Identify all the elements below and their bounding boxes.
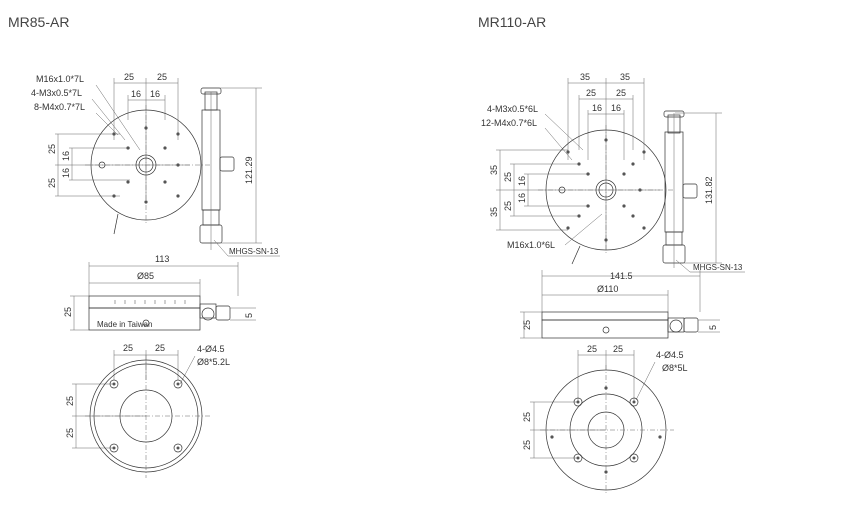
mr85-bottom-view: 25 25 4-Ø4.5 Ø8*5.2L 25 25 xyxy=(65,343,230,478)
callout-thread: M16x1.0*7L xyxy=(36,74,84,84)
callout-hole: 4-Ø4.5 xyxy=(197,344,225,354)
callout-hole: 4-Ø4.5 xyxy=(656,350,684,360)
dim-label: 113 xyxy=(155,254,169,264)
mr110-bottom-view: 25 25 4-Ø4.5 Ø8*5L 25 25 xyxy=(522,344,688,495)
dim-label: 25 xyxy=(586,88,596,98)
callout-thread: M16x1.0*6L xyxy=(507,240,555,250)
dim-label: 25 xyxy=(616,88,626,98)
dim-label: 25 xyxy=(63,307,73,317)
callout-hole: Ø8*5L xyxy=(662,363,688,373)
engraving-text: Made in Taiwan xyxy=(97,320,152,329)
dim-label: 25 xyxy=(522,412,532,422)
callout-thread: 12-M4x0.7*6L xyxy=(481,118,537,128)
mr85-top-view: 25 25 16 16 M16x1.0*7L 4-M3x0.5*7L 8-M4x… xyxy=(31,72,280,257)
dim-label: 25 xyxy=(47,178,57,188)
dim-label: 25 xyxy=(503,172,513,182)
dim-label: 16 xyxy=(611,103,621,113)
dim-label: 16 xyxy=(150,89,160,99)
dim-label: Ø85 xyxy=(137,271,154,281)
dim-label: Ø110 xyxy=(597,284,618,294)
mr110-side-view: 141.5 Ø110 25 5 xyxy=(520,270,720,339)
dim-label: 25 xyxy=(123,343,133,353)
callout-thread: 8-M4x0.7*7L xyxy=(34,102,85,112)
dim-label: 5 xyxy=(708,325,718,330)
dim-label: 16 xyxy=(517,193,527,203)
dim-label: 16 xyxy=(61,151,71,161)
dim-height: 121.29 xyxy=(244,156,254,184)
callout-hole: Ø8*5.2L xyxy=(197,357,230,367)
dim-label: 25 xyxy=(522,320,532,330)
dim-label: 25 xyxy=(124,72,134,82)
dim-label: 16 xyxy=(592,103,602,113)
dim-label: 16 xyxy=(131,89,141,99)
dim-label: 35 xyxy=(620,72,630,82)
dim-height: 131.82 xyxy=(704,176,714,204)
dim-label: 25 xyxy=(157,72,167,82)
dim-label: 25 xyxy=(65,428,75,438)
callout-thread: 4-M3x0.5*6L xyxy=(487,104,538,114)
dim-label: 25 xyxy=(522,440,532,450)
dim-label: 35 xyxy=(489,207,499,217)
dim-label: 25 xyxy=(155,343,165,353)
mr85-side-view: 113 Ø85 Made in Taiwan 25 5 xyxy=(63,254,256,331)
dim-label: 35 xyxy=(489,165,499,175)
dim-label: 35 xyxy=(580,72,590,82)
dim-label: 5 xyxy=(244,313,254,318)
dim-label: 25 xyxy=(503,201,513,211)
callout-micrometer: MHGS-SN-13 xyxy=(693,263,743,272)
dim-label: 25 xyxy=(47,144,57,154)
mr110-top-view: 35 35 25 25 16 16 4-M3x0.5*6L 12-M4x0.7*… xyxy=(481,72,745,273)
callout-micrometer: MHGS-SN-13 xyxy=(229,247,279,256)
callout-thread: 4-M3x0.5*7L xyxy=(31,88,82,98)
title-mr85-ar: MR85-AR xyxy=(8,14,70,30)
title-mr110-ar: MR110-AR xyxy=(478,14,547,30)
dim-label: 25 xyxy=(587,344,597,354)
dim-label: 16 xyxy=(61,168,71,178)
dim-label: 16 xyxy=(517,176,527,186)
dim-label: 25 xyxy=(613,344,623,354)
dim-label: 25 xyxy=(65,396,75,406)
dim-label: 141.5 xyxy=(610,271,633,281)
